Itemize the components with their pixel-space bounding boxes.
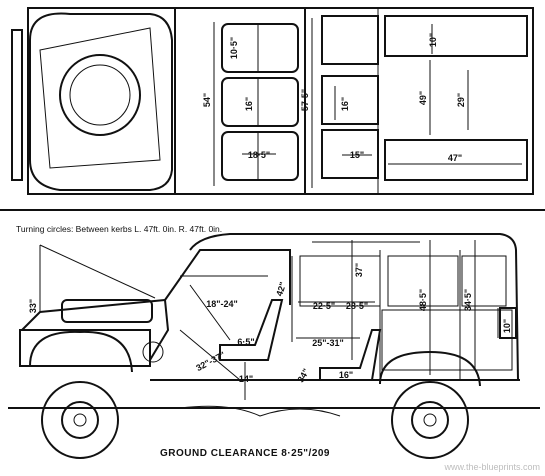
underbody-outline bbox=[179, 405, 341, 417]
dim-wheel-arch: 10" bbox=[428, 33, 438, 47]
cargo-lower-panel bbox=[384, 139, 528, 181]
bench-rear-icon bbox=[321, 15, 379, 65]
dim-interior-width: 54" bbox=[202, 93, 212, 107]
rear-seat-icon bbox=[221, 23, 299, 73]
dim-cargo-length: 49" bbox=[418, 91, 428, 105]
rear-hub-centre-icon bbox=[423, 413, 437, 427]
bench-front-icon bbox=[321, 129, 379, 179]
dim-rear-legroom: 28·5" bbox=[346, 301, 368, 311]
dim-rear-knee: 22·5" bbox=[313, 301, 335, 311]
dim-line bbox=[179, 329, 241, 381]
dim-load-height-low: 34·5" bbox=[463, 289, 473, 311]
dim-cargo-full: 47" bbox=[448, 153, 462, 163]
ground-clearance-caption: GROUND CLEARANCE 8·25"/209 bbox=[160, 448, 330, 459]
side-window-front bbox=[299, 255, 381, 307]
tailboard-panel bbox=[499, 307, 517, 339]
dim-rear-cushion: 16" bbox=[339, 370, 353, 380]
front-hub-centre-icon bbox=[73, 413, 87, 427]
dim-rear-height: 34" bbox=[296, 367, 312, 384]
dim-front-legroom: 18"-24" bbox=[206, 299, 238, 309]
plan-view: 10·5" 16" 18·5" 54" 57·5" 16" 15" 49" 29… bbox=[11, 7, 534, 195]
turning-circle-caption: Turning circles: Between kerbs L. 47ft. … bbox=[16, 224, 222, 234]
bonnet-open-line bbox=[39, 244, 156, 299]
dim-seat-depth-rear: 10·5" bbox=[229, 37, 239, 59]
load-area bbox=[381, 309, 513, 371]
side-window-rear bbox=[461, 255, 507, 307]
bonnet-profile bbox=[21, 298, 170, 361]
dim-bench-width: 16" bbox=[340, 97, 350, 111]
dim-seat-width-mid: 16" bbox=[244, 97, 254, 111]
front-bumper bbox=[11, 29, 23, 181]
dim-bench-depth: 15" bbox=[350, 150, 364, 160]
dim-bonnet-open: 33" bbox=[28, 299, 38, 313]
dim-front-seat-back: 6·5" bbox=[237, 337, 254, 347]
spare-wheel-rim-icon bbox=[69, 64, 131, 126]
dim-front-cushion: 32"-37" bbox=[194, 350, 227, 374]
front-wheel-icon bbox=[41, 381, 119, 459]
front-arch bbox=[29, 330, 133, 373]
dim-seat-width-front: 18·5" bbox=[248, 150, 270, 160]
rear-hub-icon bbox=[411, 401, 449, 439]
front-hub-icon bbox=[61, 401, 99, 439]
cargo-upper-panel bbox=[384, 15, 528, 57]
steering-column bbox=[189, 284, 231, 341]
plan-body-outline bbox=[27, 7, 534, 195]
front-seat-icon bbox=[221, 131, 299, 181]
watermark: www.the-blueprints.com bbox=[443, 462, 540, 472]
dim-tailboard: 10" bbox=[502, 319, 512, 333]
dim-cab-length: 57·5" bbox=[300, 89, 310, 111]
dim-load-height-high: 48·5" bbox=[418, 289, 428, 311]
front-seat-side bbox=[219, 299, 284, 361]
side-window-mid bbox=[387, 255, 459, 307]
mid-seat-icon bbox=[221, 77, 299, 127]
bonnet-outline bbox=[29, 12, 173, 191]
headlamp-icon bbox=[142, 341, 164, 363]
dim-rear-headroom: 37" bbox=[354, 263, 364, 277]
windscreen-frame bbox=[164, 249, 291, 305]
dim-rear-reach: 25"-31" bbox=[312, 338, 344, 348]
spare-wheel-icon bbox=[59, 54, 141, 136]
dim-front-headroom: 42" bbox=[274, 281, 288, 298]
dim-cargo-width: 29" bbox=[456, 93, 466, 107]
bonnet-panel bbox=[39, 27, 161, 169]
bench-mid-icon bbox=[321, 75, 379, 125]
front-wing bbox=[19, 329, 151, 367]
spare-wheel-on-bonnet bbox=[61, 299, 153, 323]
dim-seat-height: 14" bbox=[239, 374, 253, 384]
body-outline bbox=[150, 233, 520, 381]
side-view: Turning circles: Between kerbs L. 47ft. … bbox=[8, 224, 540, 459]
rear-wheel-icon bbox=[391, 381, 469, 459]
